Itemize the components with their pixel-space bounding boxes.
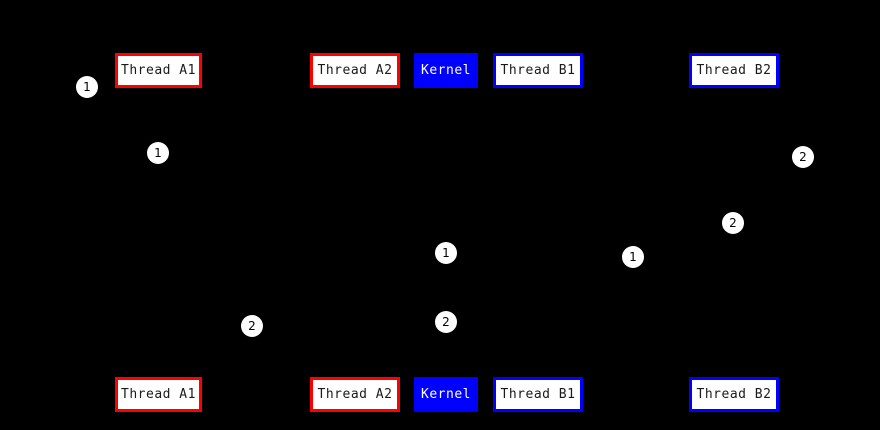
participant-label: Thread A2 xyxy=(317,387,393,402)
participant-label: Kernel xyxy=(421,63,471,78)
lifeline-thread-a1 xyxy=(158,88,159,377)
footer-participant-thread-b2[interactable]: Thread B2 xyxy=(689,377,779,412)
lifeline-thread-a2 xyxy=(355,88,356,377)
step-badge-badge-2-b2-upper: 2 xyxy=(792,146,814,168)
participant-label: Thread B2 xyxy=(696,63,772,78)
lifeline-thread-b1 xyxy=(538,88,539,377)
footer-participant-thread-a1[interactable]: Thread A1 xyxy=(115,377,202,412)
lifeline-kernel xyxy=(446,88,447,377)
footer-participant-kernel[interactable]: Kernel xyxy=(414,377,478,412)
step-badge-badge-1-kernel-upper: 1 xyxy=(435,242,457,264)
footer-participant-thread-a2[interactable]: Thread A2 xyxy=(310,377,400,412)
participant-label: Thread A1 xyxy=(121,63,196,78)
participant-label: Thread A2 xyxy=(317,63,393,78)
participant-label: Thread B1 xyxy=(500,387,576,402)
header-participant-thread-b1[interactable]: Thread B1 xyxy=(493,53,583,88)
participant-label: Thread B1 xyxy=(500,63,576,78)
header-participant-thread-a2[interactable]: Thread A2 xyxy=(310,53,400,88)
footer-participant-thread-b1[interactable]: Thread B1 xyxy=(493,377,583,412)
participant-label: Kernel xyxy=(421,387,471,402)
header-participant-kernel[interactable]: Kernel xyxy=(414,53,478,88)
step-badge-badge-1-a1: 1 xyxy=(147,142,169,164)
step-badge-badge-1-b1: 1 xyxy=(622,246,644,268)
participant-label: Thread A1 xyxy=(121,387,196,402)
header-participant-thread-a1[interactable]: Thread A1 xyxy=(115,53,202,88)
header-participant-thread-b2[interactable]: Thread B2 xyxy=(689,53,779,88)
step-badge-badge-2-kernel-lower: 2 xyxy=(435,311,457,333)
step-badge-badge-2-b2-lower: 2 xyxy=(722,212,744,234)
step-badge-badge-1-left-top: 1 xyxy=(76,76,98,98)
participant-label: Thread B2 xyxy=(696,387,772,402)
step-badge-badge-2-a2: 2 xyxy=(241,315,263,337)
